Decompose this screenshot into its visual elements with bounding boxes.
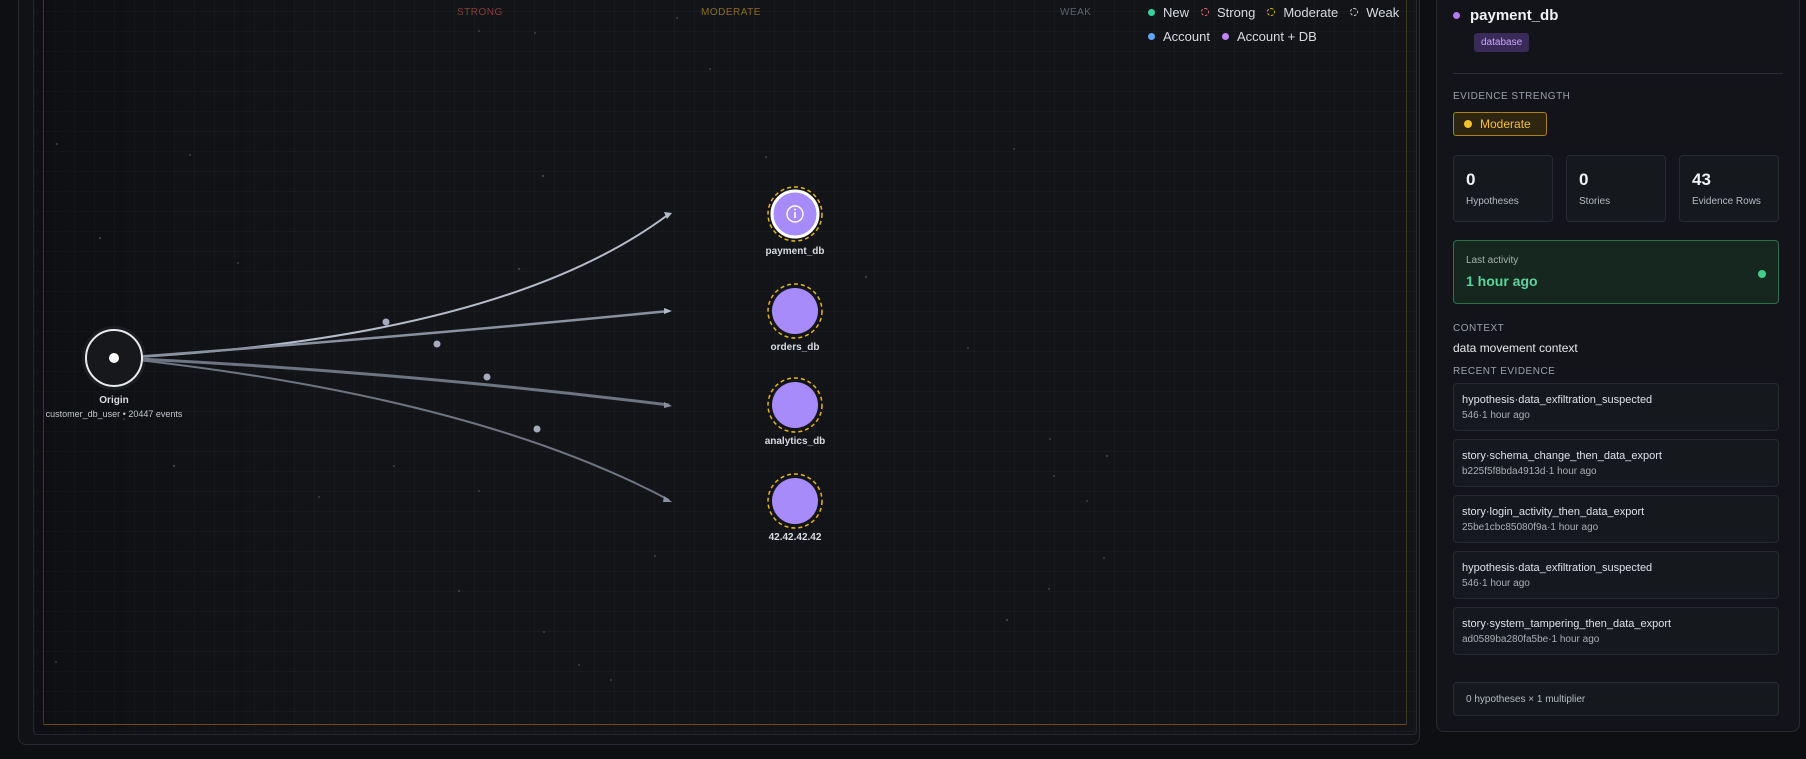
- target-node-42.42.42.42: [767, 473, 823, 529]
- zone-label-weak: WEAK: [1060, 7, 1092, 18]
- legend-label: Strong: [1217, 4, 1256, 20]
- evidence-title: story·system_tampering_then_data_export: [1462, 618, 1672, 630]
- edge-markers: [382, 318, 541, 433]
- graph-canvas: [55, 17, 1109, 681]
- type-badge: database: [1474, 33, 1530, 52]
- origin-label: Origin: [99, 395, 129, 406]
- edge-marker: [382, 318, 390, 326]
- evidence-item[interactable]: story·login_activity_then_data_export 25…: [1453, 495, 1779, 543]
- edge-marker: [483, 373, 491, 381]
- strength-dot-icon: [1464, 120, 1472, 128]
- node-label-orders_db[interactable]: orders_db: [770, 342, 820, 353]
- particles: [55, 17, 1109, 681]
- node-label-payment_db[interactable]: payment_db: [765, 246, 825, 257]
- legend-ring-icon: [1350, 8, 1359, 16]
- node-label-ip[interactable]: 42.42.42.42: [768, 532, 822, 543]
- legend-item-strong: Strong: [1201, 5, 1255, 20]
- last-activity-label: Last activity: [1466, 255, 1519, 266]
- legend-item-account-db: Account + DB: [1221, 28, 1317, 44]
- edge-orders_db: [119, 309, 670, 360]
- zone-label-moderate: MODERATE: [701, 7, 761, 18]
- evidence-item[interactable]: hypothesis·data_exfiltration_suspected 5…: [1453, 551, 1779, 599]
- context-heading: CONTEXT: [1453, 323, 1505, 334]
- legend-item-weak: Weak: [1350, 5, 1399, 20]
- stat-value: 0: [1579, 170, 1589, 189]
- edge-marker: [533, 425, 541, 433]
- sidebar-title-row: payment_db: [1453, 7, 1558, 24]
- legend-label: Weak: [1366, 4, 1400, 20]
- score-footer: 0 hypotheses × 1 multiplier: [1453, 682, 1779, 716]
- legend-row-status: New Strong Moderate Weak: [1148, 0, 1408, 24]
- node-label-analytics_db[interactable]: analytics_db: [764, 436, 826, 447]
- analytics_db-node-hit[interactable]: [768, 378, 822, 432]
- frame-bottom-line: [43, 724, 1407, 725]
- stat-card-stories: 0 Stories: [1566, 155, 1666, 222]
- legend-ring-icon: [1267, 8, 1276, 16]
- evidence-title: hypothesis·data_exfiltration_suspected: [1462, 562, 1653, 574]
- evidence-item[interactable]: story·schema_change_then_data_export b22…: [1453, 439, 1779, 487]
- legend-item-new: New: [1148, 5, 1189, 20]
- target-node-payment_db: [767, 186, 823, 242]
- evidence-title: hypothesis·data_exfiltration_suspected: [1462, 394, 1653, 406]
- evidence-meta: ad0589ba280fa5be·1 hour ago: [1462, 634, 1600, 645]
- stat-value: 0: [1466, 170, 1476, 189]
- evidence-meta: 25be1cbc85080f9a·1 hour ago: [1462, 522, 1599, 533]
- graph-legend: New Strong Moderate Weak Account Ac: [1148, 0, 1408, 48]
- evidence-meta: 546·1 hour ago: [1462, 578, 1530, 589]
- legend-row-type: Account Account + DB: [1148, 24, 1408, 48]
- evidence-meta: b225f5f8bda4913d·1 hour ago: [1462, 466, 1597, 477]
- edges: [119, 213, 670, 501]
- detail-sidebar: payment_db database EVIDENCE STRENGTH Mo…: [1436, 0, 1800, 732]
- edge-marker: [433, 340, 441, 348]
- stat-value: 43: [1692, 170, 1711, 189]
- frame-left-line: [43, 0, 44, 725]
- zone-label-strong: STRONG: [457, 7, 503, 18]
- context-text: data movement context: [1453, 341, 1578, 355]
- legend-ring-icon: [1201, 8, 1210, 16]
- relationship-graph[interactable]: STRONG MODERATE WEAK: [33, 0, 1417, 735]
- live-status-dot-icon: [1758, 270, 1766, 278]
- legend-dot-icon: [1148, 8, 1155, 16]
- target-node-analytics_db: [767, 377, 823, 433]
- orders_db-node-hit[interactable]: [768, 284, 822, 338]
- stat-label: Stories: [1579, 196, 1611, 207]
- edge-analytics_db: [119, 356, 670, 407]
- target-node-orders_db: [767, 283, 823, 339]
- legend-dot-icon: [1148, 32, 1155, 40]
- edge-42.42.42.42: [119, 357, 670, 501]
- origin-node-hit[interactable]: [86, 330, 142, 386]
- legend-dot-icon: [1221, 32, 1229, 40]
- strength-badge: Moderate: [1453, 112, 1547, 136]
- evidence-title: story·schema_change_then_data_export: [1462, 450, 1662, 462]
- node-type-dot-icon: [1453, 12, 1460, 19]
- evidence-meta: 546·1 hour ago: [1462, 410, 1530, 421]
- legend-label: Account + DB: [1236, 28, 1317, 44]
- edge-arrows: [663, 212, 672, 502]
- last-activity-value: 1 hour ago: [1466, 273, 1538, 289]
- recent-evidence-heading: RECENT EVIDENCE: [1453, 366, 1556, 377]
- evidence-item[interactable]: hypothesis·data_exfiltration_suspected 5…: [1453, 383, 1779, 431]
- evidence-strength-heading: EVIDENCE STRENGTH: [1453, 91, 1571, 102]
- divider: [1453, 73, 1783, 74]
- evidence-title: story·login_activity_then_data_export: [1462, 506, 1645, 518]
- legend-label: New: [1163, 4, 1190, 20]
- origin-sublabel: customer_db_user • 20447 events: [45, 409, 183, 419]
- stat-card-hypotheses: 0 Hypotheses: [1453, 155, 1553, 222]
- payment_db-node-hit[interactable]: [768, 187, 822, 241]
- ip-node-hit[interactable]: [768, 474, 822, 528]
- strength-label: Moderate: [1480, 117, 1531, 131]
- legend-label: Account: [1163, 28, 1210, 44]
- frame-right-line: [1406, 0, 1407, 725]
- stat-card-evidence-rows: 43 Evidence Rows: [1679, 155, 1779, 222]
- legend-item-account: Account: [1148, 29, 1210, 44]
- legend-item-moderate: Moderate: [1267, 5, 1338, 20]
- origin-node: [82, 326, 146, 390]
- last-activity-card: Last activity 1 hour ago: [1453, 240, 1779, 304]
- legend-label: Moderate: [1283, 4, 1339, 20]
- stat-label: Hypotheses: [1466, 196, 1519, 207]
- sidebar-title: payment_db: [1470, 7, 1559, 24]
- evidence-item[interactable]: story·system_tampering_then_data_export …: [1453, 607, 1779, 655]
- stat-label: Evidence Rows: [1692, 196, 1761, 207]
